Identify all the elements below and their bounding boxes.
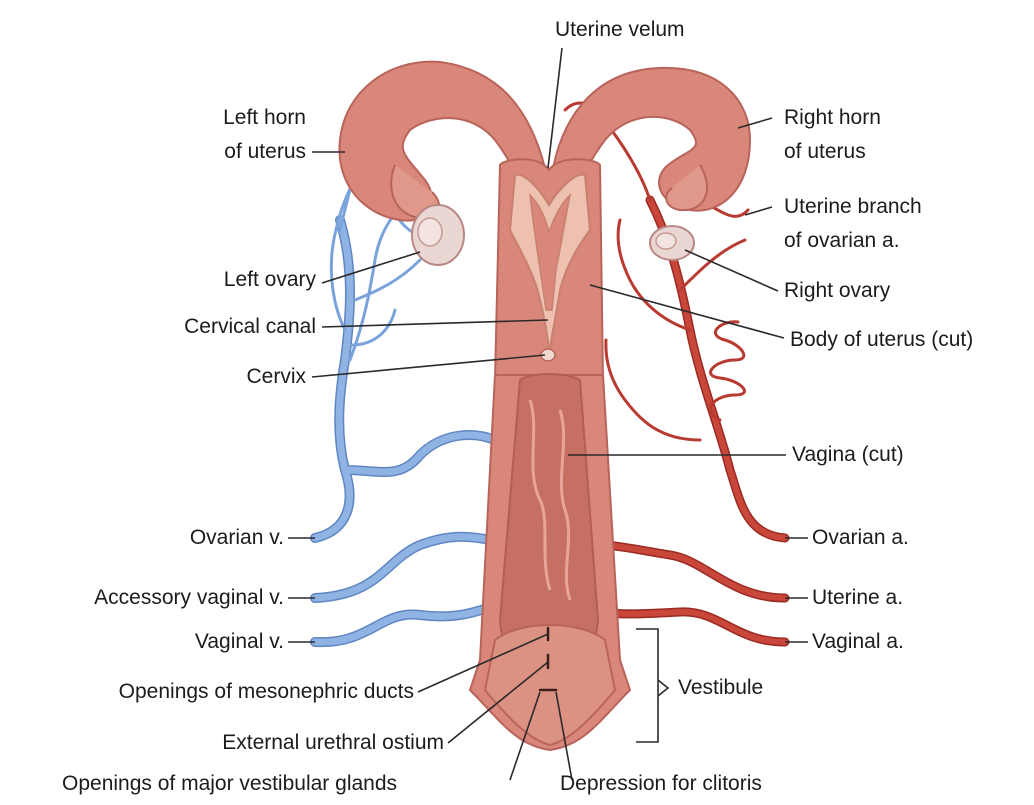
label-vaginal-artery: Vaginal a. [812, 630, 904, 654]
accessory-vaginal-vein [315, 537, 495, 598]
label-ovarian-artery: Ovarian a. [812, 526, 909, 550]
label-body-of-uterus: Body of uterus (cut) [790, 328, 973, 352]
label-uterine-branch-line1: Uterine branch [784, 195, 922, 219]
label-mesonephric-ducts: Openings of mesonephric ducts [0, 680, 414, 704]
label-uterine-branch-line2: of ovarian a. [784, 229, 922, 253]
label-vaginal-vein: Vaginal v. [100, 630, 284, 654]
label-depression-for-clitoris: Depression for clitoris [560, 772, 762, 796]
label-vagina: Vagina (cut) [792, 443, 904, 467]
label-accessory-vaginal-vein: Accessory vaginal v. [10, 586, 284, 610]
label-right-horn-line1: Right horn [784, 106, 881, 130]
label-left-horn-line1: Left horn [150, 106, 306, 130]
label-right-ovary: Right ovary [784, 279, 890, 303]
label-vestibule: Vestibule [678, 676, 763, 700]
label-major-vestibular-glands: Openings of major vestibular glands [62, 772, 397, 796]
label-uterine-velum: Uterine velum [555, 18, 685, 42]
label-right-horn: Right horn of uterus [784, 106, 881, 164]
label-uterine-branch: Uterine branch of ovarian a. [784, 195, 922, 253]
label-uterine-artery: Uterine a. [812, 586, 903, 610]
label-left-horn-line2: of uterus [150, 140, 306, 164]
label-external-urethral-ostium: External urethral ostium [100, 731, 444, 755]
label-cervix: Cervix [120, 365, 306, 389]
label-right-horn-line2: of uterus [784, 140, 881, 164]
label-left-ovary: Left ovary [120, 268, 316, 292]
label-ovarian-vein: Ovarian v. [100, 526, 284, 550]
label-cervical-canal: Cervical canal [100, 315, 316, 339]
label-left-horn: Left horn of uterus [150, 106, 306, 164]
